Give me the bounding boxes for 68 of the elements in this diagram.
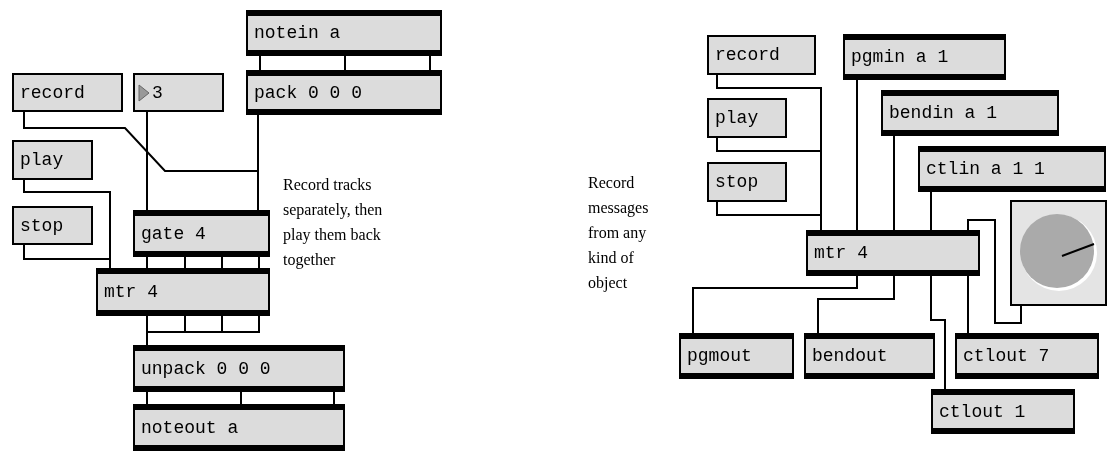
patch-cord [967,219,1022,324]
message-box [12,206,93,245]
object-box [918,146,1106,192]
object-text: stop [19,216,64,235]
dial [1010,200,1107,306]
patch-cord [184,256,186,269]
message-box [707,162,787,202]
patch-cord [692,275,858,334]
patch-cord [146,391,148,405]
patch-cord [146,256,148,269]
patch-cord [221,256,223,269]
patch-cord [344,55,346,71]
object-text: pgmin a 1 [850,48,949,66]
patch-cord [716,201,822,231]
patch-cord [856,79,858,231]
object-box [804,333,935,379]
object-text: ctlin a 1 1 [925,160,1045,178]
object-text: noteout a [140,418,239,437]
object-text: gate 4 [140,224,206,243]
object-text: bendin a 1 [888,104,998,122]
patch-cord [967,275,969,334]
object-text: ctlout 1 [938,402,1026,421]
message-box [707,35,816,75]
patch-cord [146,315,260,346]
object-box [931,389,1075,434]
object-box [679,333,794,379]
object-text: ctlout 7 [962,347,1050,365]
object-box [806,230,980,276]
patch-cord [259,55,261,71]
message-box [12,140,93,180]
object-text: play [714,109,759,127]
object-box [246,70,442,115]
object-box [246,10,442,56]
object-text: record [714,46,780,64]
object-text: mtr 4 [813,244,868,262]
patch-cord [257,114,259,211]
patch-cord [333,391,335,405]
object-text: bendout [811,347,888,365]
object-box [96,268,270,316]
object-box [133,210,270,257]
object-text: pgmout [686,347,752,365]
object-box [133,404,345,451]
comment-text: Record messages from any kind of object [588,173,650,294]
message-box [12,73,123,112]
patch-cord [240,391,242,405]
object-text: mtr 4 [103,283,158,301]
patch-cord [930,275,946,390]
patch-cord [146,111,148,211]
object-box [843,34,1006,80]
object-text: record [19,83,85,102]
number-value: 3 [151,83,163,102]
object-box [133,345,345,392]
object-text: notein a [253,24,341,42]
object-text: play [19,151,64,169]
object-text: stop [714,173,759,191]
patch-cord [893,135,895,231]
object-box [955,333,1099,379]
patch-cord [429,55,431,71]
number-box [133,73,224,112]
patch-cord [258,256,260,269]
object-text: pack 0 0 0 [253,83,363,102]
patch-cord [930,191,932,231]
object-text: unpack 0 0 0 [140,359,271,378]
comment-text: Record tracks separately, then play them back together [283,175,384,271]
patch-cord [23,244,111,269]
patch-cord [817,275,895,334]
message-box [707,98,787,138]
object-box [881,90,1059,136]
